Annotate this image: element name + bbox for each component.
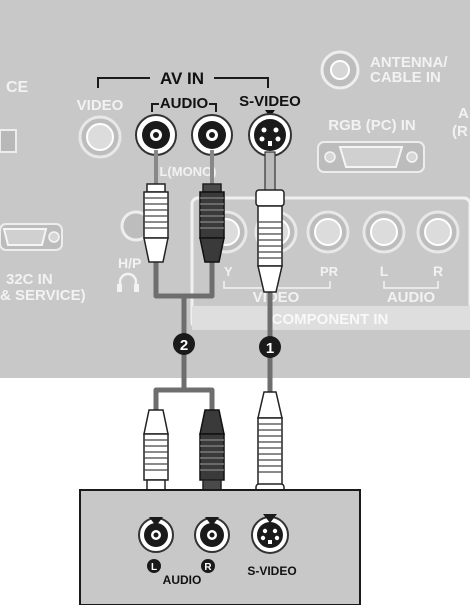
device-audio-l-jack [138,517,174,553]
device-right-badge-label: R [204,562,212,573]
step-marker-2: 2 [173,333,195,355]
right-partial-label-2: (R [452,123,468,140]
step-marker-1-label: 1 [266,340,274,357]
source-partial-label: CE [6,79,29,96]
tv-svideo-plug [255,151,285,293]
device-audio-l-plug [143,409,169,506]
antenna-label-line1: ANTENNA/ [370,54,448,71]
device-svideo-plug [255,391,285,509]
component-l-label: L [380,263,389,279]
headphone-icon [118,272,138,290]
video-label: VIDEO [77,97,124,114]
av-in-label: AV IN [160,69,204,88]
tv-audio-l-jack [135,114,177,156]
step-marker-2-label: 2 [180,337,188,354]
antenna-label-line2: CABLE IN [370,69,441,86]
device-audio-r-plug [199,409,225,506]
device-audio-r-arrow-icon [205,517,219,526]
device-left-badge: L [147,559,161,573]
hp-label: H/P [118,255,141,271]
component-audio-label: AUDIO [387,289,436,306]
component-audio-l-jack [362,210,406,254]
step-marker-1: 1 [259,336,281,358]
component-y-label: Y [224,264,233,279]
component-pr-label: PR [320,264,339,279]
rs232c-label-line1: 32C IN [6,271,53,288]
tv-audio-l-plug [143,150,169,263]
device-svideo-label: S-VIDEO [247,564,296,578]
component-audio-r-jack [416,210,460,254]
component-video-label: VIDEO [253,289,300,306]
component-audio-bracket [383,281,439,289]
video-jack [78,115,122,159]
antenna-jack [320,50,360,90]
tv-svideo-jack [248,113,292,157]
component-pr-jack [306,210,350,254]
right-partial-label-1: A [458,105,469,122]
rs232c-port [0,223,63,251]
device-svideo-jack [251,516,289,554]
l-mono-label: L(MONO) [159,164,216,179]
device-audio-label: AUDIO [163,573,202,587]
audio-label: AUDIO [160,95,209,112]
rgb-pc-in-label: RGB (PC) IN [328,117,416,134]
rs232c-label-line2: & SERVICE) [0,287,86,304]
component-in-label: COMPONENT IN [272,311,389,328]
device-audio-r-jack [194,517,230,553]
device-left-badge-label: L [151,562,157,573]
svideo-label: S-VIDEO [239,93,301,110]
rgb-pc-port [317,141,425,173]
left-connector-partial [0,129,17,153]
device-audio-l-arrow-icon [149,517,163,526]
device-right-badge: R [201,559,215,573]
component-r-label: R [433,263,443,279]
tv-audio-r-plug [199,150,225,263]
device-svideo-arrow-icon [263,514,277,523]
tv-audio-r-jack [191,114,233,156]
